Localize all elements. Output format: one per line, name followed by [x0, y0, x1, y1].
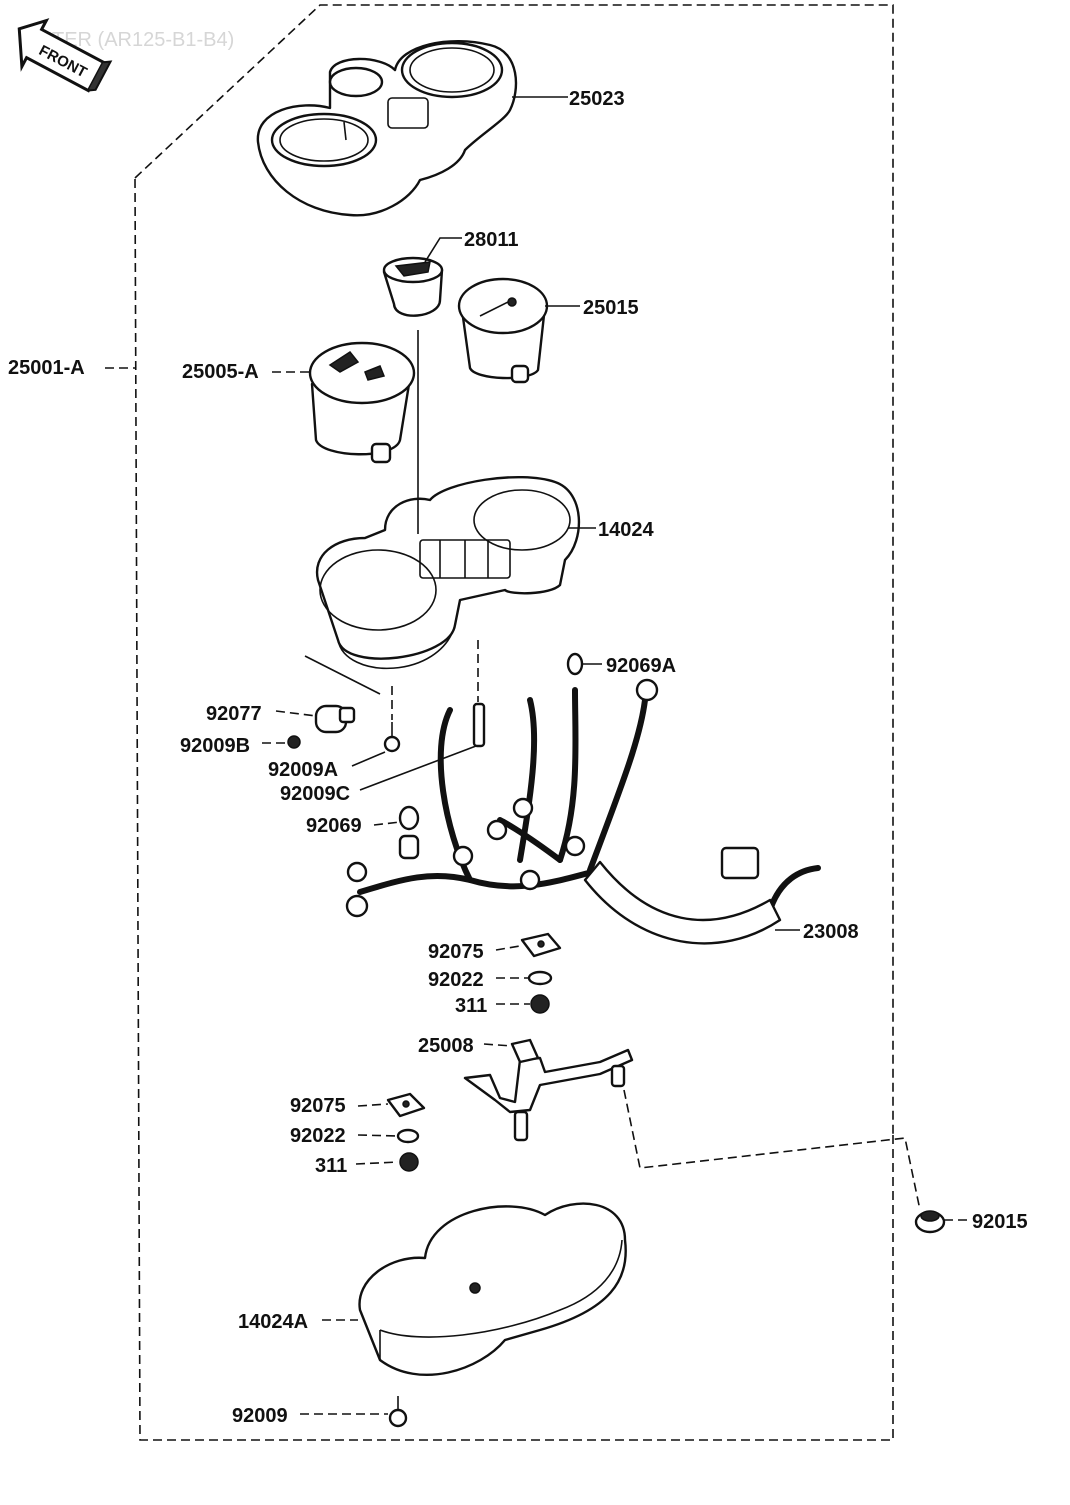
wiring-harness-drawing [345, 678, 821, 945]
label-92009c[interactable]: 92009C [280, 783, 350, 805]
label-92009b[interactable]: 92009B [180, 735, 250, 757]
label-25005-a[interactable]: 25005-A [182, 361, 259, 383]
ghost-title: METER (AR125-B1-B4) [22, 29, 234, 51]
label-92069[interactable]: 92069 [306, 815, 362, 837]
grommet-bolt-drawing [314, 704, 356, 734]
label-92069a[interactable]: 92069A [606, 655, 676, 677]
meter-bracket-drawing [463, 1038, 634, 1142]
bulb-a-drawing [566, 652, 584, 676]
label-14024[interactable]: 14024 [598, 519, 654, 541]
label-92015[interactable]: 92015 [972, 1211, 1028, 1233]
speedometer-drawing [308, 341, 416, 464]
indicator-lamp-drawing [382, 256, 444, 317]
assembly-boundary [134, 4, 894, 1441]
label-92009[interactable]: 92009 [232, 1405, 288, 1427]
meter-case-lower-drawing [358, 1202, 627, 1376]
damper-upper-drawing [520, 932, 562, 958]
label-311-lower[interactable]: 311 [315, 1155, 347, 1177]
label-92022-lower[interactable]: 92022 [290, 1125, 346, 1147]
label-92022-upper[interactable]: 92022 [428, 969, 484, 991]
washer-upper-drawing [527, 970, 553, 986]
meter-case-upper-drawing [315, 476, 581, 670]
label-14024a[interactable]: 14024A [238, 1311, 308, 1333]
nut-flange-drawing [914, 1210, 946, 1234]
damper-lower-drawing [386, 1092, 426, 1118]
nut-lower-drawing [399, 1152, 419, 1172]
label-28011[interactable]: 28011 [464, 229, 519, 251]
bulb-drawing [398, 805, 420, 860]
nut-upper-drawing [530, 994, 550, 1014]
screw-b-drawing [287, 735, 301, 749]
label-23008[interactable]: 23008 [803, 921, 859, 943]
label-25008[interactable]: 25008 [418, 1035, 474, 1057]
label-92009a[interactable]: 92009A [268, 759, 338, 781]
tachometer-drawing [457, 277, 549, 384]
meter-cover-drawing [256, 39, 518, 217]
label-92075-upper[interactable]: 92075 [428, 941, 484, 963]
front-arrow-icon: FRONT [17, 18, 113, 93]
label-311-upper[interactable]: 311 [455, 995, 487, 1017]
label-25015[interactable]: 25015 [583, 297, 639, 319]
screw-a-drawing [383, 722, 401, 753]
label-25023[interactable]: 25023 [569, 88, 625, 110]
washer-lower-drawing [396, 1128, 420, 1144]
label-92075-lower[interactable]: 92075 [290, 1095, 346, 1117]
screw-drawing [388, 1396, 408, 1428]
label-92077[interactable]: 92077 [206, 703, 262, 725]
label-25001-a[interactable]: 25001-A [8, 357, 85, 379]
screw-c-drawing [472, 702, 486, 748]
